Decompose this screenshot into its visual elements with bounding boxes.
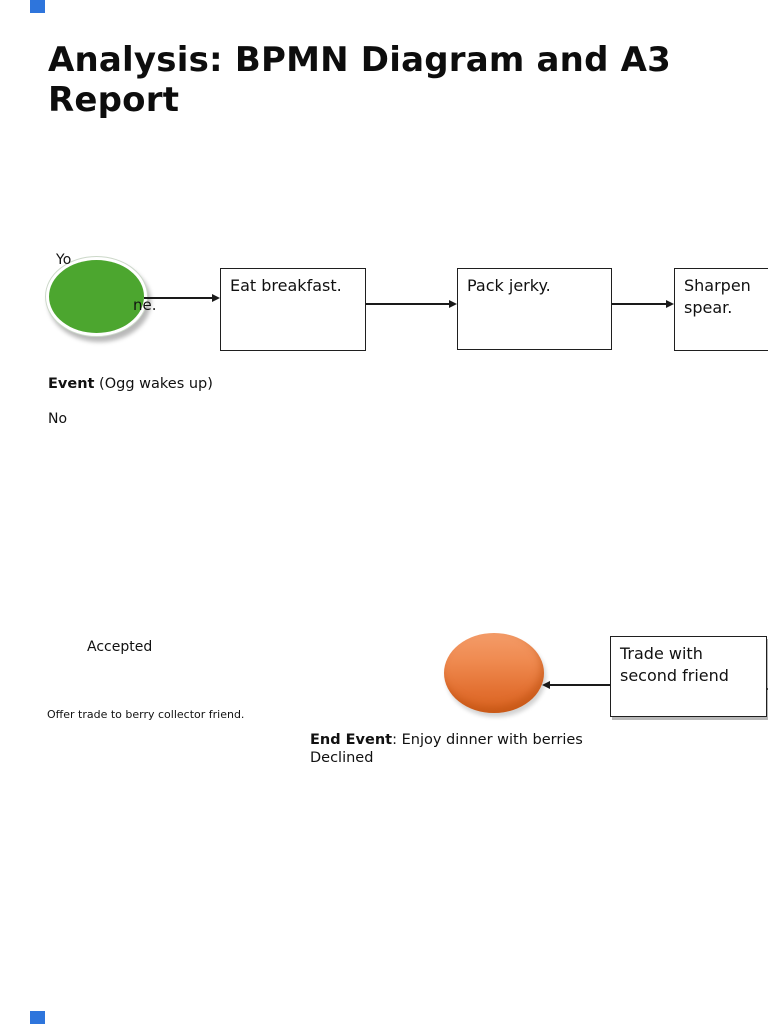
bpmn-start-event-fill — [49, 260, 144, 333]
task-label: Sharpen spear. — [684, 276, 751, 317]
end-event-annotation-line1: End Event: Enjoy dinner with berries — [310, 731, 583, 749]
page-edge-marker-bottom — [30, 1011, 45, 1024]
task-label: Eat breakfast. — [230, 276, 342, 295]
arrowhead-left-icon — [542, 680, 550, 689]
start-event-label-fragment-right: ne. — [133, 296, 157, 314]
page-edge-marker-top — [30, 0, 45, 13]
end-event-annotation-rest: : Enjoy dinner with berries — [392, 732, 583, 748]
arrowhead-left-icon-clipped — [766, 684, 768, 693]
task-label: Pack jerky. — [467, 276, 551, 295]
declined-label: Declined — [310, 750, 374, 766]
event-annotation: Event (Ogg wakes up) — [48, 376, 213, 392]
event-annotation-bold: Event — [48, 376, 95, 392]
flow-arrow-task1-to-task2 — [366, 303, 449, 305]
bpmn-task-trade-second-friend: Trade with second friend — [610, 636, 767, 717]
gateway-accepted-label: Accepted — [87, 639, 153, 655]
end-event-annotation-bold: End Event — [310, 732, 393, 748]
flow-arrow-start-to-task1 — [144, 297, 212, 299]
gateway-no-label: No — [48, 411, 68, 427]
arrowhead-right-icon — [666, 299, 674, 308]
arrowhead-right-icon — [449, 299, 457, 308]
end-event-annotation: End Event: Enjoy dinner with berries Dec… — [310, 731, 583, 767]
flow-arrow-trade-to-end — [550, 684, 610, 686]
bpmn-start-event — [45, 256, 148, 337]
flow-arrow-task2-to-task3 — [612, 303, 666, 305]
bpmn-task-sharpen-spear: Sharpen spear. — [674, 268, 768, 351]
task-label: Trade with second friend — [620, 644, 729, 685]
bpmn-task-eat-breakfast: Eat breakfast. — [220, 268, 366, 351]
bpmn-task-pack-jerky: Pack jerky. — [457, 268, 612, 350]
arrowhead-right-icon — [212, 293, 220, 302]
offer-trade-annotation: Offer trade to berry collector friend. — [47, 708, 245, 721]
title-line-1: Analysis: BPMN Diagram and A3 — [48, 40, 672, 80]
title-line-2: Report — [48, 80, 180, 120]
start-event-label-fragment-top: Yo — [56, 252, 72, 268]
bpmn-end-event — [444, 633, 544, 713]
event-annotation-rest: (Ogg wakes up) — [94, 376, 213, 392]
